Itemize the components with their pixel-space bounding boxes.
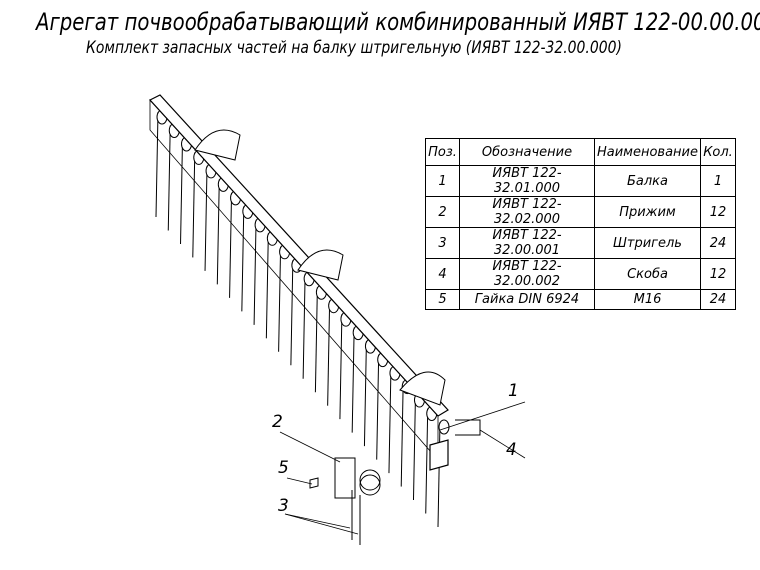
tine [229, 192, 233, 298]
tine [363, 341, 367, 447]
tine [265, 233, 269, 339]
drawing-subtitle: Комплект запасных частей на балку штриге… [86, 38, 622, 58]
cell: Прижим [594, 196, 701, 228]
tine [216, 179, 220, 285]
cell: 1 [700, 165, 736, 197]
tine [290, 260, 294, 366]
tine [155, 111, 159, 218]
tine-coil [438, 419, 450, 435]
cell: 2 [425, 196, 460, 228]
exploded-parts [309, 419, 481, 545]
cell: 4 [425, 258, 460, 290]
cell: 24 [700, 289, 736, 310]
tine [376, 354, 380, 460]
cell: 12 [700, 196, 736, 228]
cell: Скоба [594, 258, 701, 290]
tine [388, 368, 392, 474]
cell: 12 [700, 258, 736, 290]
callout-1: 1 [508, 381, 519, 401]
cell: M16 [594, 289, 701, 310]
tine [327, 300, 331, 406]
tine [241, 206, 245, 312]
cell: 1 [425, 165, 460, 197]
tine [278, 246, 282, 352]
cell: 3 [425, 227, 460, 259]
header-name: Наименование [594, 138, 701, 166]
tine [412, 395, 416, 501]
callout-4: 4 [506, 440, 517, 460]
callout-3: 3 [278, 496, 289, 516]
tine [400, 381, 404, 487]
leader-lines [279, 401, 526, 535]
callout-5: 5 [278, 458, 289, 478]
tine [204, 165, 208, 271]
cell: 24 [700, 227, 736, 259]
cell: 5 [425, 289, 460, 310]
header-qty: Кол. [700, 138, 736, 166]
cell: ИЯВТ 122-32.01.000 [459, 165, 595, 197]
beam [149, 94, 449, 471]
table-header: Поз. Обозначение Наименование Кол. [425, 138, 736, 166]
brackets [194, 129, 446, 406]
tine [180, 138, 184, 244]
tine [339, 314, 343, 420]
tine [302, 273, 306, 379]
header-designation: Обозначение [459, 138, 595, 166]
drawing-title: Агрегат почвообрабатывающий комбинирован… [36, 8, 760, 36]
tine [253, 219, 257, 325]
cell: ИЯВТ 122-32.02.000 [459, 196, 595, 228]
callout-2: 2 [272, 412, 283, 432]
cell: ИЯВТ 122-32.00.002 [459, 258, 595, 290]
tine [351, 327, 355, 433]
cell: Балка [594, 165, 701, 197]
cell: ИЯВТ 122-32.00.001 [459, 227, 595, 259]
tine [437, 421, 441, 528]
tine [192, 152, 196, 258]
tine [314, 287, 318, 393]
tine [167, 125, 171, 231]
cell: Штригель [594, 227, 701, 259]
tine [425, 408, 429, 514]
header-pos: Поз. [425, 138, 460, 166]
cell: Гайка DIN 6924 [459, 289, 595, 310]
tines [155, 109, 450, 528]
